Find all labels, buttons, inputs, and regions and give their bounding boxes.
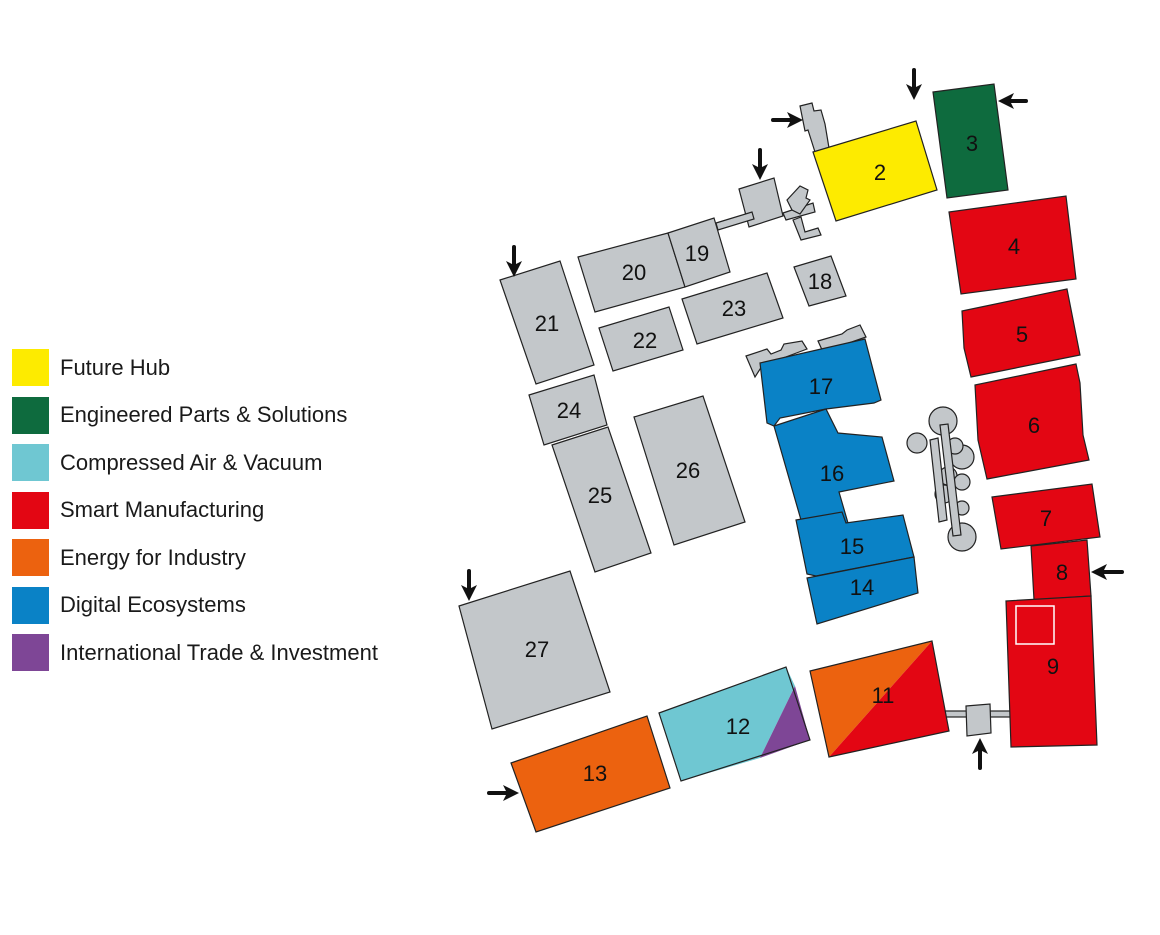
swatch-energy [12,539,49,576]
hall-15[interactable]: 15 [795,511,915,577]
hall-label: 3 [966,131,978,156]
hall-label: 22 [633,328,657,353]
hall-26[interactable]: 26 [633,395,746,546]
hall-19[interactable]: 19 [667,217,731,288]
hall-23[interactable]: 23 [681,272,784,345]
hall-12[interactable]: 12 [658,666,811,782]
legend-label: Smart Manufacturing [60,497,265,522]
hall-label: 7 [1040,506,1052,531]
hall-22[interactable]: 22 [598,306,684,372]
legend-item-international-trade[interactable]: International Trade & Investment [12,634,378,671]
legend-label: International Trade & Investment [60,639,378,665]
hall-label: 13 [583,761,607,786]
swatch-smart-manufacturing [12,491,49,529]
swatch-international-trade [12,634,49,671]
hall-2[interactable]: 2 [812,120,938,222]
legend-label: Future Hub [60,354,171,380]
hall-9-stand [1015,605,1055,645]
hall-label: 19 [685,241,709,266]
hall-label: 24 [557,398,581,423]
legend-label: Energy for Industry [60,544,246,570]
hall-label: 18 [808,269,832,294]
hall-label: 4 [1008,234,1020,259]
legend-item-engineered-parts[interactable]: Engineered Parts & Solutions [12,396,378,434]
hall-label: 25 [588,483,612,508]
hall-label: 16 [820,461,844,486]
hall-7[interactable]: 7 [991,483,1101,550]
legend-label: Digital Ecosystems [60,592,246,617]
hall-label: 21 [535,311,559,336]
legend-label: Engineered Parts & Solutions [60,402,348,427]
hall-label: 2 [874,160,886,185]
swatch-future-hub [12,349,49,386]
legend-item-energy[interactable]: Energy for Industry [12,539,378,576]
swatch-digital-ecosystems [12,586,49,624]
hall-27[interactable]: 27 [458,570,611,730]
hall-14[interactable]: 14 [806,556,919,625]
legend-label: Compressed Air & Vacuum [60,449,323,475]
swatch-compressed-air [12,444,49,481]
hall-label: 27 [525,637,549,662]
hall-4[interactable]: 4 [948,195,1077,295]
hall-label: 12 [726,714,750,739]
hall-label: 17 [809,374,833,399]
swatch-engineered-parts [12,396,49,434]
hall-9[interactable]: 9 [1005,595,1098,748]
hall-17[interactable]: 17 [759,338,882,427]
legend: Future Hub Engineered Parts & Solutions … [12,349,378,682]
hall-label: 6 [1028,413,1040,438]
hall-20[interactable]: 20 [577,232,686,313]
legend-item-digital-ecosystems[interactable]: Digital Ecosystems [12,586,378,624]
hall-25[interactable]: 25 [551,426,652,573]
hall-16[interactable]: 16 [773,408,895,524]
legend-item-smart-manufacturing[interactable]: Smart Manufacturing [12,491,378,529]
legend-item-future-hub[interactable]: Future Hub [12,349,378,386]
hall-label: 5 [1016,322,1028,347]
hall-label: 9 [1047,654,1059,679]
hall-21[interactable]: 21 [499,260,595,385]
hall-18[interactable]: 18 [793,255,847,307]
hall-label: 11 [872,683,895,708]
hall-label: 20 [622,260,646,285]
hall-24[interactable]: 24 [528,374,608,446]
legend-item-compressed-air[interactable]: Compressed Air & Vacuum [12,444,378,481]
hall-label: 23 [722,296,746,321]
hall-13[interactable]: 13 [510,715,671,833]
hall-3[interactable]: 3 [932,83,1009,199]
hall-label: 26 [676,458,700,483]
hall-label: 14 [850,575,874,600]
entrance-arrows [461,68,1124,801]
hall-label: 8 [1056,560,1068,585]
hall-label: 15 [840,534,864,559]
hall-5[interactable]: 5 [961,288,1081,378]
hall-6[interactable]: 6 [974,363,1090,480]
service-structures [715,102,1013,737]
hall-8[interactable]: 8 [1030,539,1092,601]
hall-11[interactable]: 11 [809,640,950,758]
